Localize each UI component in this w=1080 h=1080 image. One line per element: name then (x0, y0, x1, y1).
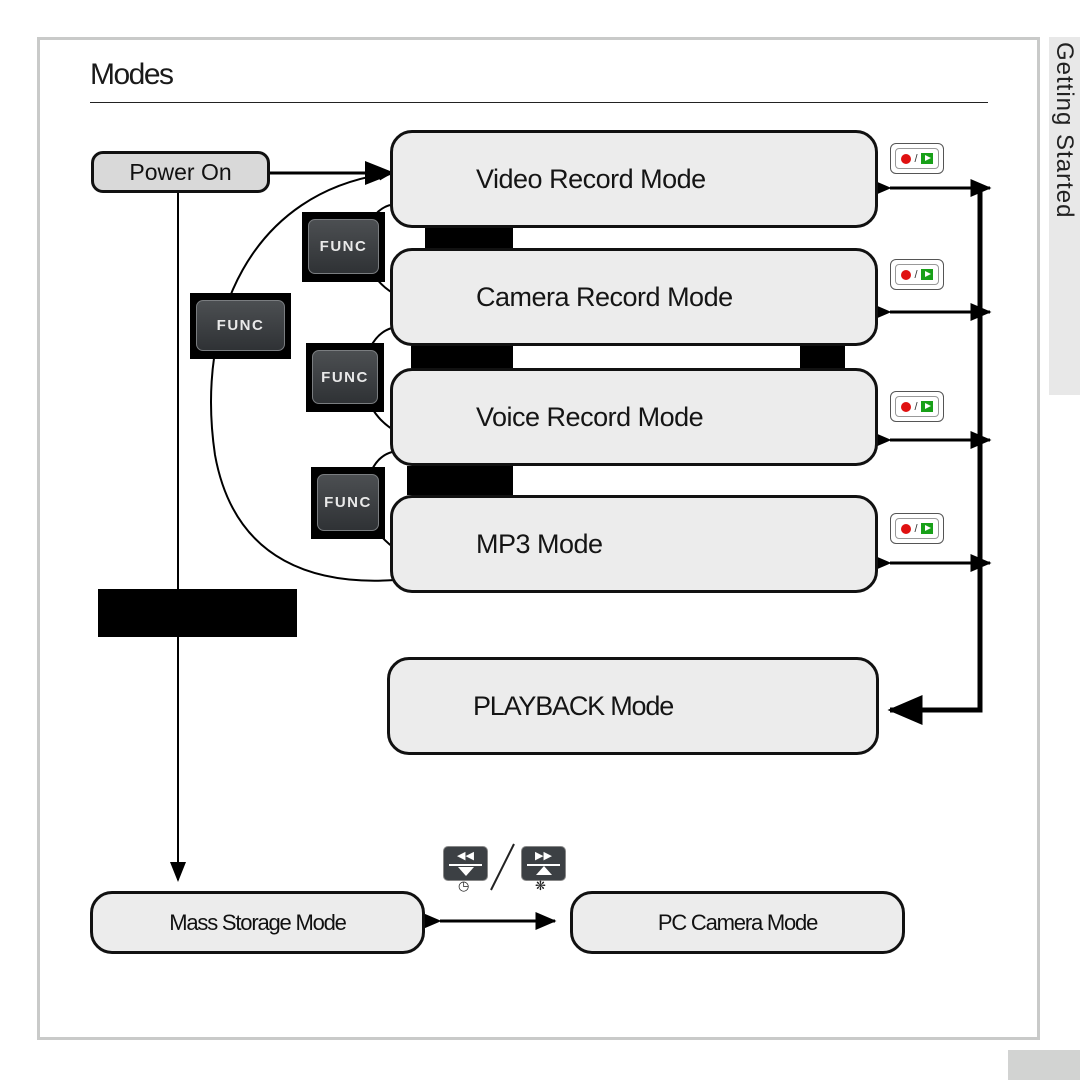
page-number-tab (1008, 1050, 1080, 1080)
record-play-icon: / (890, 391, 944, 422)
func-label: FUNC (196, 300, 285, 351)
node-label: Voice Record Mode (476, 401, 704, 432)
to-playback-arrow (887, 188, 983, 725)
voice-record-mode-node: Voice Record Mode (390, 368, 878, 466)
title-divider (90, 102, 988, 103)
side-tab-label: Getting Started (1051, 42, 1078, 219)
camera-record-mode-node: Camera Record Mode (390, 248, 878, 346)
func-label: FUNC (308, 219, 379, 274)
record-play-icon: / (890, 513, 944, 544)
node-label: PLAYBACK Mode (473, 690, 674, 721)
func-button-icon: FUNC (190, 293, 291, 359)
pc-camera-mode-node: PC Camera Mode (570, 891, 905, 954)
black-block (98, 589, 297, 637)
record-play-icon: / (890, 259, 944, 290)
power-on-node: Power On (91, 151, 270, 193)
func-label: FUNC (317, 474, 379, 531)
right-side-arrows (870, 179, 992, 572)
func-button-icon: FUNC (306, 343, 384, 412)
func-button-icon: FUNC (311, 467, 385, 539)
black-block (800, 346, 845, 368)
black-block (407, 466, 513, 495)
mass-storage-mode-node: Mass Storage Mode (90, 891, 425, 954)
side-tab (1049, 37, 1080, 395)
self-timer-icon: ◷ (458, 878, 470, 893)
video-record-mode-node: Video Record Mode (390, 130, 878, 228)
mp3-mode-node: MP3 Mode (390, 495, 878, 593)
page-title: Modes (90, 58, 174, 91)
playback-mode-node: PLAYBACK Mode (387, 657, 879, 755)
record-play-icon: / (890, 143, 944, 174)
node-label: Camera Record Mode (476, 281, 733, 312)
macro-icon: ❋ (535, 878, 546, 893)
rewind-icon: ◀◀ (443, 846, 488, 881)
fast-forward-icon: ▶▶ (521, 846, 566, 881)
node-label: Video Record Mode (476, 163, 706, 194)
node-label: MP3 Mode (476, 528, 603, 559)
func-label: FUNC (312, 350, 378, 404)
loop-curve (210, 168, 396, 582)
page-frame (37, 37, 1040, 1040)
black-block (411, 346, 513, 368)
black-block (425, 228, 513, 248)
func-button-icon: FUNC (302, 212, 385, 282)
slash-divider (490, 843, 515, 891)
